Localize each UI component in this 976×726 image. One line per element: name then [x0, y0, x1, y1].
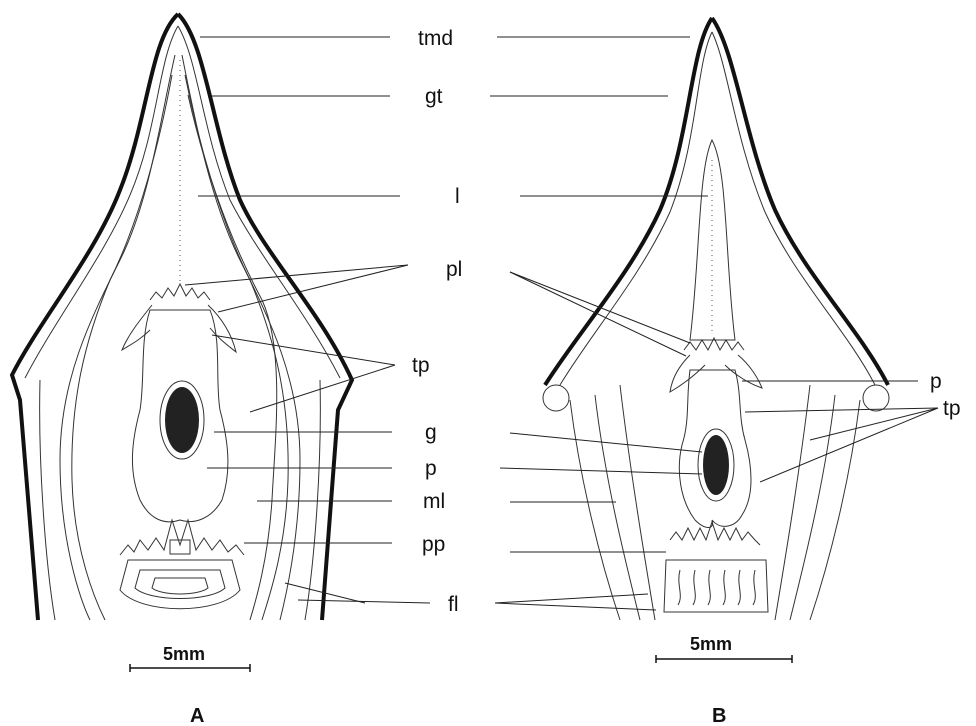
specimen-a-fold-core — [170, 540, 190, 554]
leader-pl-b-2 — [510, 272, 686, 356]
specimen-a-inner-outline — [25, 26, 340, 378]
label-pp: pp — [422, 533, 445, 556]
specimen-b-right-process — [725, 355, 762, 388]
specimen-a-stria-6 — [40, 380, 55, 620]
leader-pl-a-1 — [185, 265, 408, 285]
specimen-b-inner-outline — [560, 32, 875, 385]
leader-fl-b-1 — [495, 594, 648, 603]
label-tp-a: tp — [412, 354, 430, 377]
specimen-a-left-process — [122, 305, 152, 350]
specimen-a-stria-2 — [72, 75, 172, 620]
specimen-b-basal-stria-2 — [693, 570, 695, 605]
specimen-a-outer-outline — [12, 14, 352, 620]
label-l: l — [455, 185, 460, 208]
label-g: g — [425, 421, 437, 444]
specimen-b-stria-3 — [620, 385, 655, 620]
specimen-b-left-shoulder — [543, 385, 569, 411]
specimen-a-gonopore — [165, 387, 199, 453]
specimen-a-fold-3 — [152, 578, 208, 594]
specimen-b-stria-6 — [775, 385, 810, 620]
specimen-b-basal-stria-4 — [723, 570, 725, 605]
specimen-a-right-process — [208, 305, 236, 352]
specimen-b-stria-4 — [810, 400, 860, 620]
label-p-b: p — [930, 370, 942, 393]
leader-fl-b-2 — [495, 603, 656, 610]
label-tp-b: tp — [943, 397, 961, 420]
specimen-a — [12, 14, 352, 620]
label-pl: pl — [446, 258, 462, 281]
specimen-b — [543, 18, 889, 620]
scale-bar-b-label: 5mm — [690, 634, 732, 654]
specimen-b-basal-stria-1 — [678, 570, 680, 605]
label-ml: ml — [423, 490, 445, 513]
specimen-a-plica-crest — [150, 284, 210, 300]
specimen-b-stria-5 — [790, 395, 835, 620]
panel-label-a: A — [190, 705, 204, 726]
scale-bar-a-label: 5mm — [163, 644, 205, 664]
label-tmd: tmd — [418, 27, 453, 50]
label-fl: fl — [448, 593, 459, 616]
specimen-a-fold-1 — [120, 560, 240, 609]
leader-p-b-2 — [500, 468, 702, 474]
specimen-a-papilla-spines — [120, 520, 244, 555]
leader-tp-a-1 — [212, 335, 395, 365]
leader-tp-b-2 — [810, 408, 938, 440]
scale-bar-b: 5mm — [656, 634, 792, 663]
panel-label-b: B — [712, 705, 726, 726]
specimen-b-basal-stria-3 — [708, 570, 710, 605]
specimen-b-stria-2 — [595, 395, 640, 620]
scale-bar-a: 5mm — [130, 644, 250, 672]
leader-g-b — [510, 433, 702, 452]
specimen-b-basal-stria-6 — [753, 570, 755, 605]
specimen-b-gonopore — [703, 435, 729, 495]
label-gt: gt — [425, 85, 443, 108]
leader-pl-b-1 — [510, 272, 690, 343]
specimen-b-papilla-spines — [670, 522, 760, 545]
leader-tp-b-1 — [745, 408, 938, 412]
specimen-b-left-process — [670, 355, 705, 392]
leader-tp-a-2 — [250, 365, 395, 412]
label-p-a: p — [425, 457, 437, 480]
specimen-b-basal-stria-5 — [738, 570, 740, 605]
specimen-b-stria-1 — [570, 400, 620, 620]
specimen-a-stria-7 — [305, 380, 320, 620]
leader-lines — [185, 37, 938, 610]
specimen-a-stria-4 — [185, 75, 288, 620]
specimen-b-right-shoulder — [863, 385, 889, 411]
